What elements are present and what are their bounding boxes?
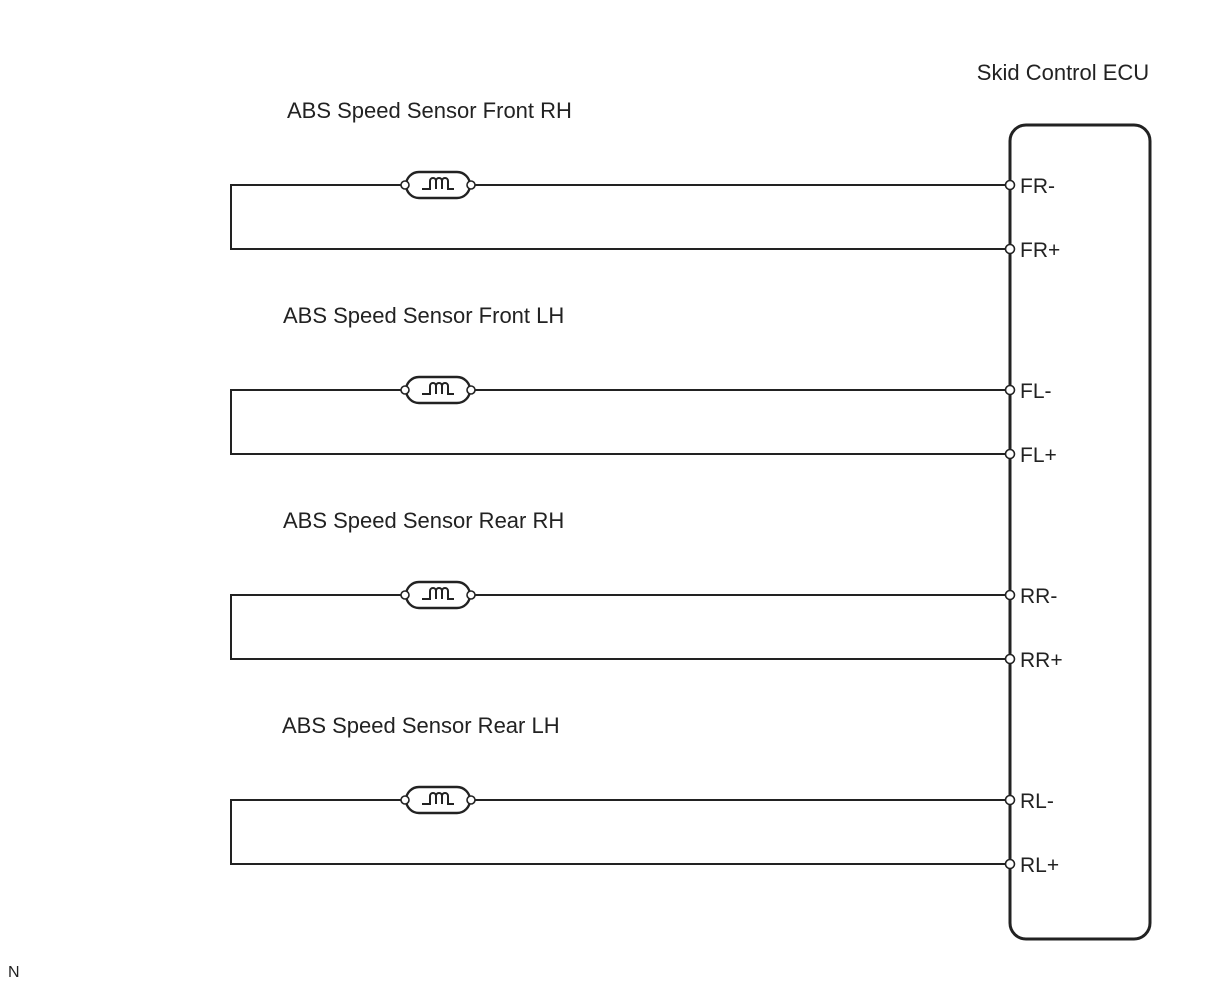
sensor-label: ABS Speed Sensor Rear LH (282, 713, 560, 738)
pin-label-minus: RR- (1020, 585, 1057, 608)
speed-sensor-coil-icon (400, 580, 476, 610)
sensor-label: ABS Speed Sensor Front RH (287, 98, 572, 123)
sensor-circuit: ABS Speed Sensor Rear RH RR- RR+ (230, 508, 1063, 672)
speed-sensor-coil-icon (400, 785, 476, 815)
circuit-wire (230, 389, 1010, 455)
pin-label-plus: FL+ (1020, 444, 1057, 467)
terminal-circle-icon (1004, 589, 1016, 601)
sensor-circuit: ABS Speed Sensor Rear LH RL- RL+ (230, 713, 1059, 877)
terminal-circle-icon (1004, 794, 1016, 806)
pin-label-minus: RL- (1020, 790, 1054, 813)
terminal-circle-icon (1004, 653, 1016, 665)
speed-sensor-coil-icon (400, 170, 476, 200)
pin-label-minus: FL- (1020, 380, 1052, 403)
terminal-circle-icon (1004, 179, 1016, 191)
ecu-title: Skid Control ECU (977, 60, 1149, 85)
circuit-wire (230, 799, 1010, 865)
terminal-circle-icon (1004, 243, 1016, 255)
speed-sensor-coil-icon (400, 375, 476, 405)
pin-label-plus: RL+ (1020, 854, 1059, 877)
pin-label-plus: RR+ (1020, 649, 1063, 672)
circuit-wire (230, 594, 1010, 660)
terminal-circle-icon (1004, 858, 1016, 870)
sensor-circuit: ABS Speed Sensor Front RH FR- FR+ (230, 98, 1060, 262)
sensor-label: ABS Speed Sensor Rear RH (283, 508, 564, 533)
circuit-wire (230, 184, 1010, 250)
terminal-circle-icon (1004, 384, 1016, 396)
sensor-circuit: ABS Speed Sensor Front LH FL- FL+ (230, 303, 1057, 467)
footer-code: N (8, 964, 20, 981)
pin-label-minus: FR- (1020, 175, 1055, 198)
terminal-circle-icon (1004, 448, 1016, 460)
ecu-box (1008, 123, 1152, 941)
sensor-label: ABS Speed Sensor Front LH (283, 303, 564, 328)
pin-label-plus: FR+ (1020, 239, 1060, 262)
